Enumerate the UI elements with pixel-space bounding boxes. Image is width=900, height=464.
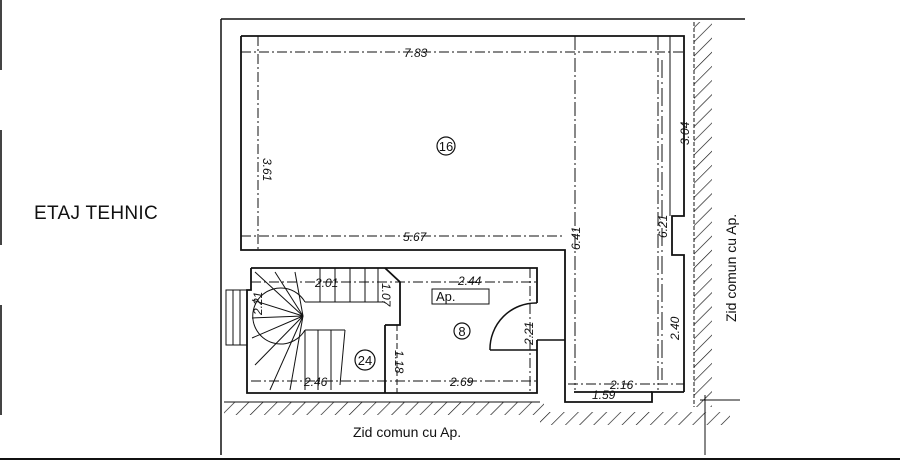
right-wall-label: Zid comun cu Ap. [723,214,739,322]
dim-hall-bottom: 2.69 [449,375,474,389]
bottom-wall-label: Zid comun cu Ap. [353,424,461,440]
dim-hall-height: 2.21 [522,322,536,346]
svg-text:8: 8 [458,324,465,339]
dim-top-width: 7.83 [404,46,428,60]
dim-right-upper: 3.04 [678,121,692,145]
page-edge-mark [0,0,2,70]
stair-hall-walls [225,267,538,394]
stair-treads [251,268,385,391]
dim-center-height: 6.41 [569,227,583,250]
dim-niche-lower: 1.59 [592,388,616,402]
dim-stair-left: 2.21 [251,292,265,316]
page-edge-mark [0,130,2,245]
apartment-walls [240,35,685,403]
dim-right-total: 6.21 [656,215,670,238]
apartment-tag: Ap. [431,288,490,305]
svg-text:16: 16 [439,139,453,154]
dim-hall-top: 2.44 [457,274,482,288]
page-edge-mark [0,305,2,415]
drawing-title: ETAJ TEHNIC [34,203,158,224]
dim-stair-top: 2.01 [314,276,338,290]
room-24-marker: 24 [354,349,376,371]
dim-right-lower: 2.40 [668,316,682,341]
room-8-marker: 8 [453,322,471,340]
dim-stair-inner: 1.18 [392,350,406,374]
common-wall-bottom [224,401,730,425]
svg-text:24: 24 [358,353,372,368]
dim-stair-small: 1.07 [379,283,393,308]
door-swing [489,302,565,351]
outer-frame [0,18,900,460]
dim-left-height: 3.61 [260,158,274,181]
dim-mid-width: 5.67 [403,230,428,244]
svg-text:Ap.: Ap. [436,289,456,304]
dim-niche-upper: 2.16 [609,378,634,392]
room-16-marker: 16 [436,136,456,156]
dim-stair-bottom: 2.46 [303,375,328,389]
common-wall-right [693,22,712,407]
